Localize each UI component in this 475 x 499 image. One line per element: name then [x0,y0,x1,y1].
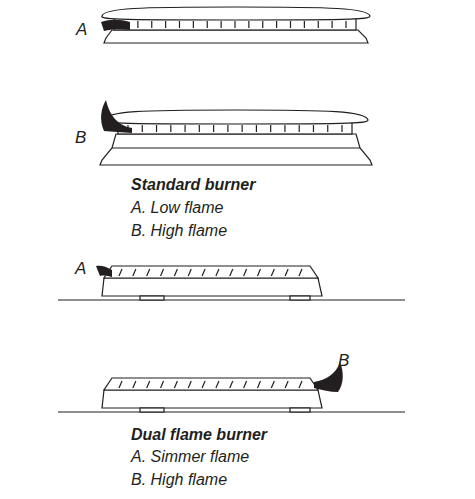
caption-heading: Standard burner [131,176,255,194]
caption-item: A. Low flame [131,199,223,217]
callout-letter: A [76,21,87,40]
caption-heading: Dual flame burner [131,426,267,444]
callout-letter: B [338,352,349,371]
caption-item: B. High flame [131,222,227,240]
caption-item: A. Simmer flame [131,448,249,466]
caption-item: B. High flame [131,471,227,489]
callout-letter: B [75,129,86,148]
callout-letter: A [75,260,86,279]
